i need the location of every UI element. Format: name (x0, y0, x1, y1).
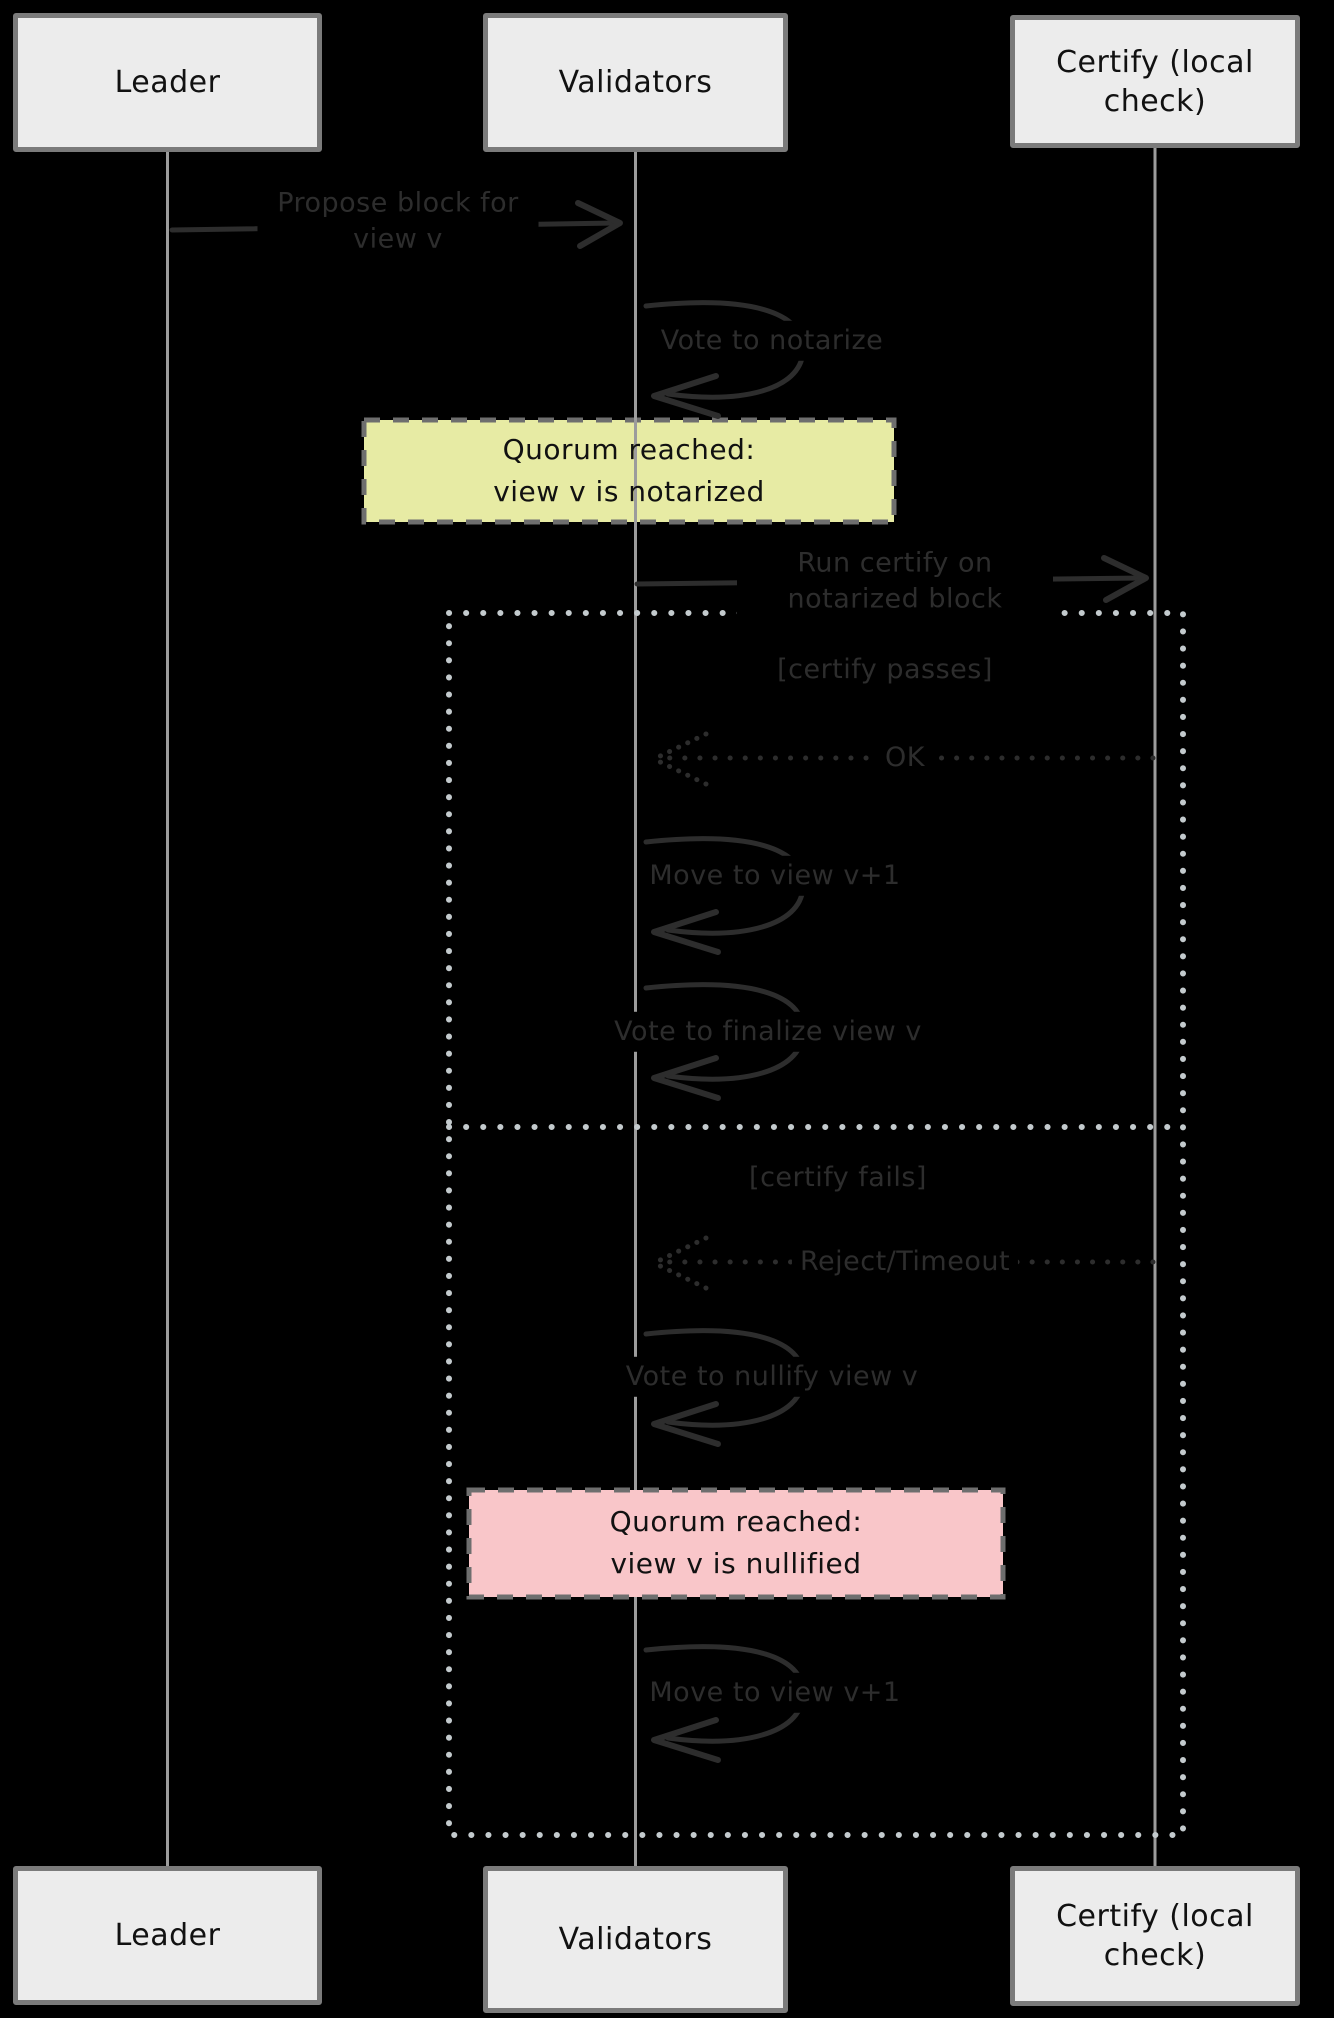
note-nullified-text: Quorum reached: view v is nullified (610, 1501, 863, 1585)
actor-validators-top: Validators (483, 13, 788, 152)
actor-certify-bottom: Certify (local check) (1010, 1866, 1300, 2006)
note-notarized-text: Quorum reached: view v is notarized (493, 429, 765, 513)
actor-validators-top-label: Validators (558, 65, 713, 100)
actor-certify-top: Certify (local check) (1010, 15, 1300, 148)
propose-arrowhead (575, 200, 623, 249)
propose-message-label: Propose block for view v (257, 183, 539, 261)
note-nullified-line1: Quorum reached: (609, 1505, 863, 1538)
move-to-view-next-message-label-1: Move to view v+1 (641, 855, 909, 897)
reject-return-arrowhead (651, 1235, 709, 1291)
note-notarized-box (361, 417, 897, 525)
run-certify-arrowhead (1101, 555, 1149, 603)
ok-return-arrowhead (651, 731, 709, 787)
actor-certify-bottom-label: Certify (local check) (1056, 1899, 1254, 1973)
run-certify-message-label: Run certify on notarized block (737, 543, 1053, 621)
note-nullified-box (466, 1487, 1006, 1600)
actor-validators-bottom: Validators (483, 1866, 788, 2013)
actor-validators-bottom-label: Validators (558, 1922, 713, 1957)
move-to-view-next-message-label-2: Move to view v+1 (641, 1672, 909, 1714)
guard-certify-fails-label: [certify fails] (741, 1157, 935, 1199)
actor-leader-bottom: Leader (13, 1866, 322, 2005)
vote-notarize-message-label: Vote to notarize (652, 320, 892, 362)
note-notarized-line1: Quorum reached: (502, 433, 756, 466)
vote-nullify-message-label: Vote to nullify view v (617, 1356, 927, 1398)
actor-leader-top-label: Leader (114, 65, 221, 100)
ok-message-label: OK (877, 737, 933, 779)
note-notarized-line2: view v is notarized (493, 475, 765, 508)
actor-leader-top: Leader (13, 13, 322, 152)
note-nullified-line2: view v is nullified (610, 1547, 862, 1580)
actor-certify-top-label: Certify (local check) (1056, 44, 1254, 119)
actor-leader-bottom-label: Leader (114, 1918, 221, 1953)
reject-timeout-message-label: Reject/Timeout (791, 1241, 1019, 1283)
alt-frame (446, 610, 1186, 1838)
vote-finalize-message-label: Vote to finalize view v (606, 1011, 930, 1053)
guard-certify-passes-label: [certify passes] (769, 649, 1001, 691)
